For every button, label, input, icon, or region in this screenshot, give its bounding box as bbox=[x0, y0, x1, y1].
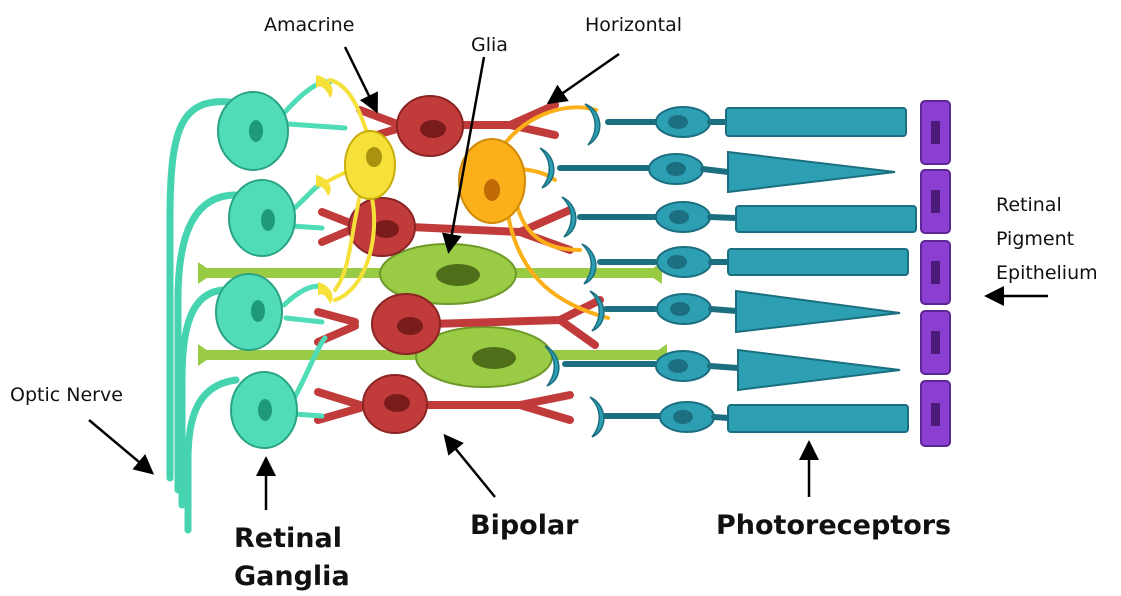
bipolar-arrow bbox=[446, 437, 495, 497]
label-optic-nerve: Optic Nerve bbox=[10, 384, 123, 406]
label-horizontal: Horizontal bbox=[585, 14, 682, 36]
label-glia: Glia bbox=[471, 34, 508, 56]
label-amacrine: Amacrine bbox=[264, 14, 354, 36]
label-rpe-line3: Epithelium bbox=[996, 262, 1098, 284]
amacrine-arrow bbox=[345, 47, 376, 110]
label-ganglia-line1: Retinal bbox=[234, 523, 342, 554]
label-ganglia-line2: Ganglia bbox=[234, 561, 350, 592]
label-rpe-line2: Pigment bbox=[996, 228, 1074, 250]
horizontal-arrow bbox=[550, 54, 619, 102]
label-rpe-line1: Retinal bbox=[996, 194, 1062, 216]
optic-nerve-arrow bbox=[89, 420, 151, 472]
label-bipolar: Bipolar bbox=[470, 510, 579, 541]
rpe-cells bbox=[921, 101, 950, 446]
label-photoreceptors: Photoreceptors bbox=[716, 510, 951, 541]
